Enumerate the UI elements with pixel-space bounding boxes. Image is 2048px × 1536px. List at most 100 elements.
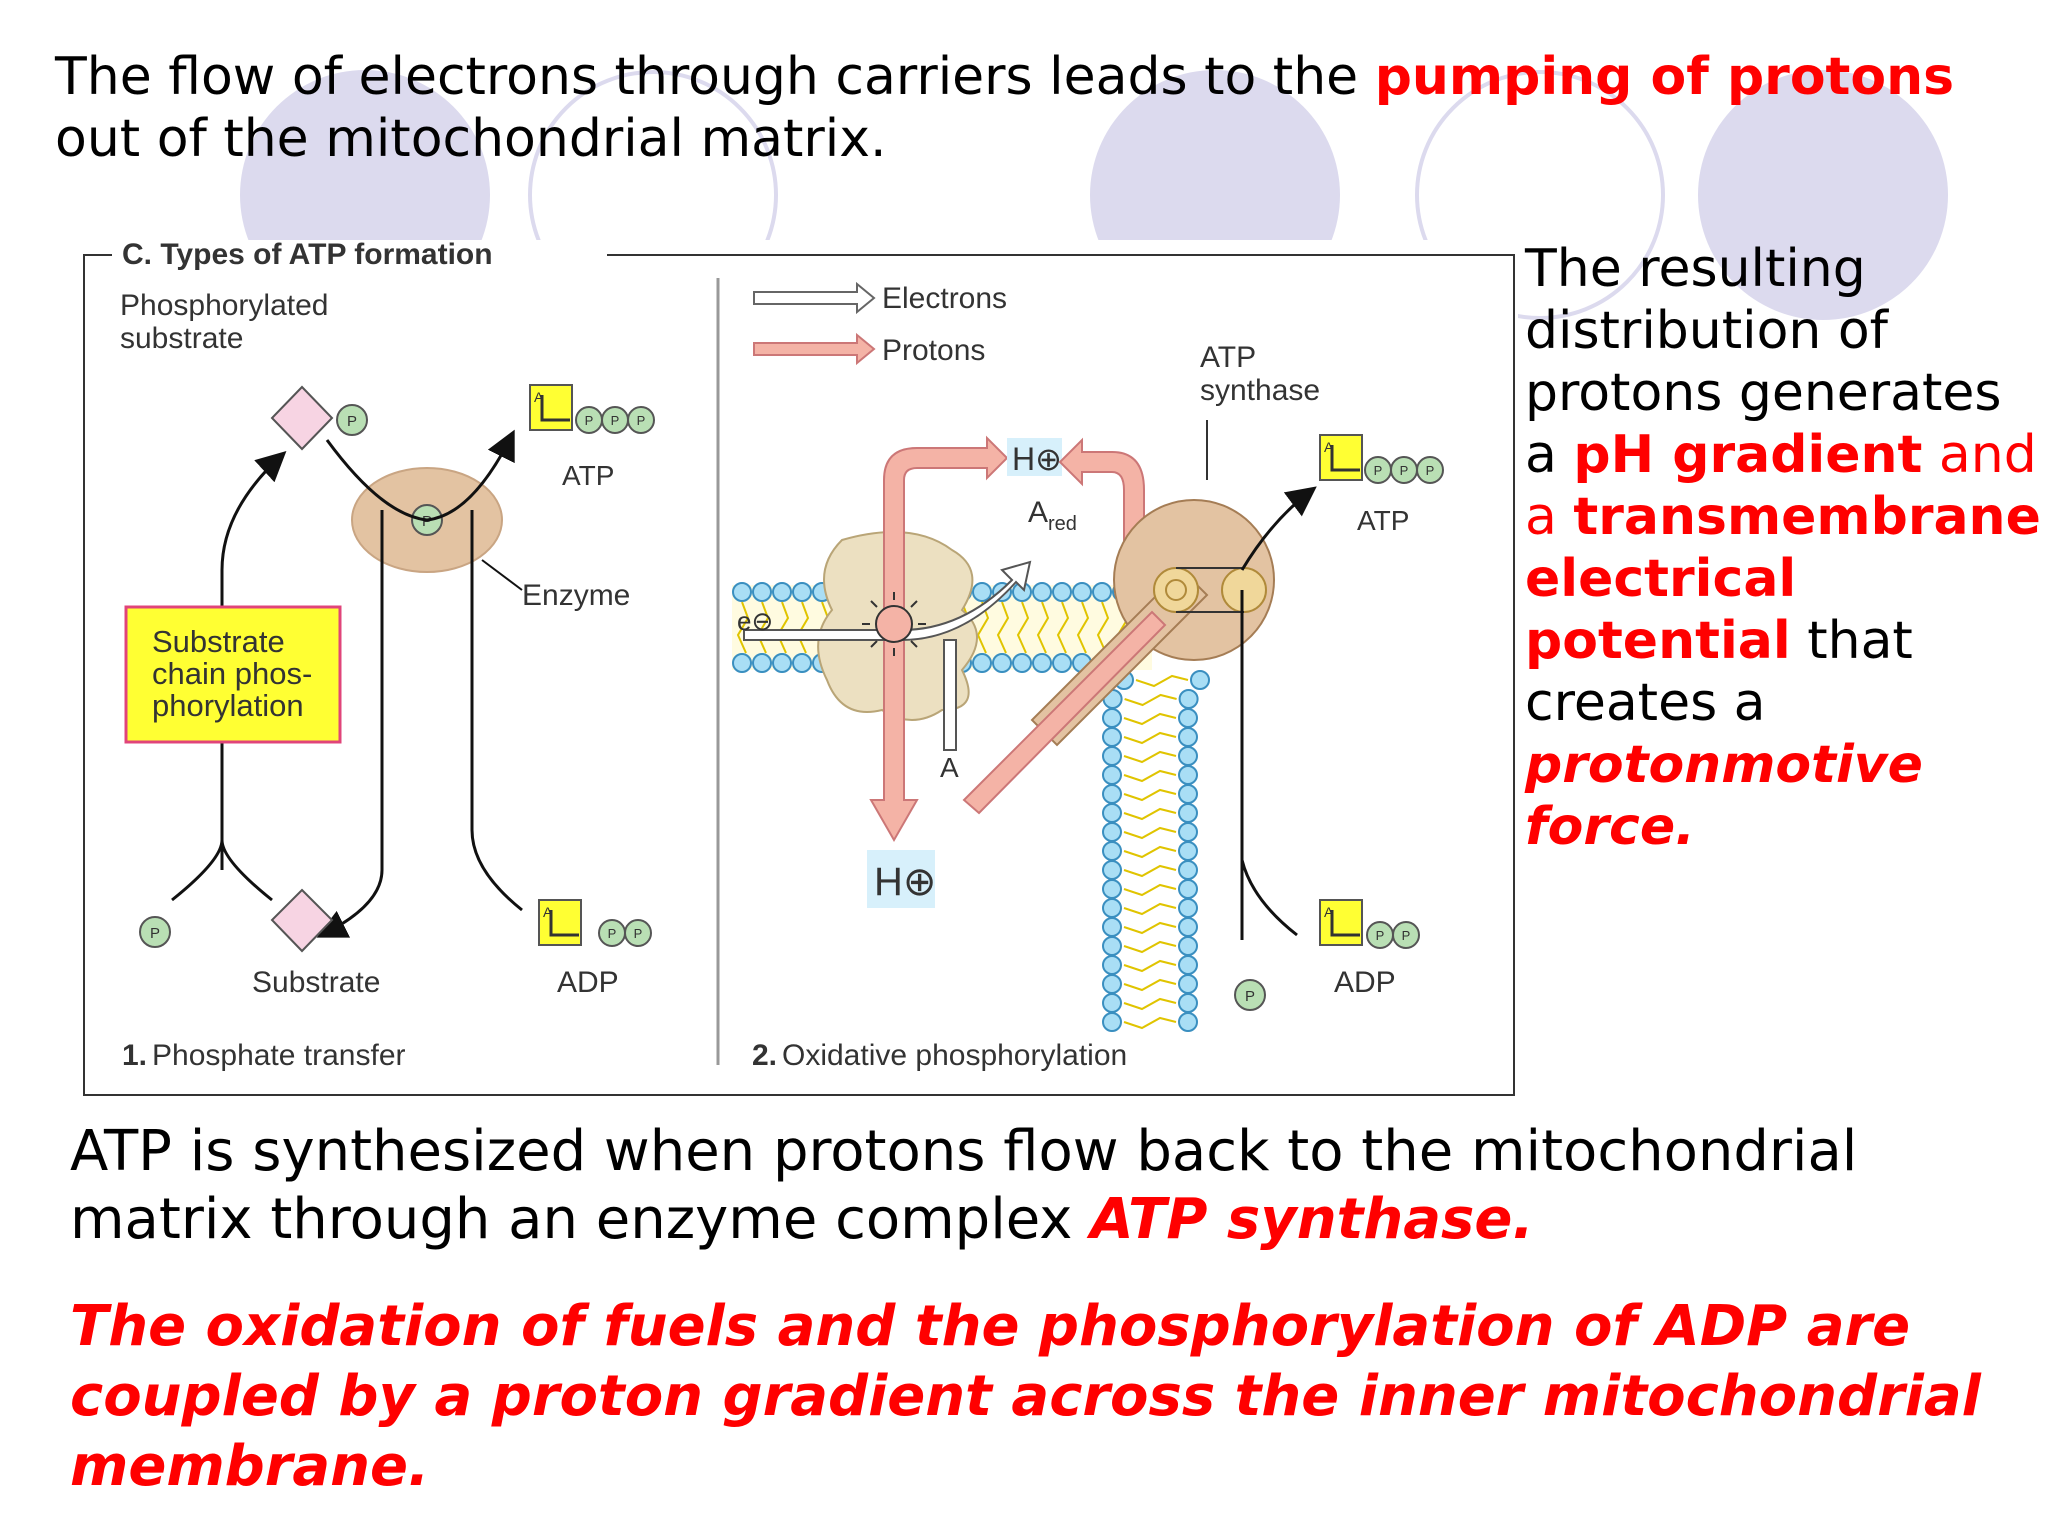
lipid-head — [1102, 784, 1122, 804]
lipid-head — [1012, 653, 1032, 673]
lipid-head — [1102, 955, 1122, 975]
panel1-caption: Phosphate transfer — [152, 1039, 406, 1072]
lipid-head — [1178, 898, 1198, 918]
redox-center-icon — [862, 592, 926, 656]
lipid-tail — [1123, 826, 1177, 840]
intro-part1: The flow of electrons through carriers l… — [55, 47, 1375, 107]
lipid-head — [1102, 822, 1122, 842]
electrons-legend-label: Electrons — [882, 282, 1007, 315]
lipid-head — [1102, 936, 1122, 956]
panel1-number: 1. — [122, 1039, 147, 1072]
coupling-statement: The oxidation of fuels and the phosphory… — [70, 1294, 1981, 1499]
atp-synthase-label-2: synthase — [1200, 374, 1320, 407]
svg-text:phorylation: phorylation — [152, 688, 304, 723]
svg-text:P: P — [1400, 463, 1409, 478]
lipid-tail — [1096, 601, 1110, 654]
lipid-head — [1178, 860, 1198, 880]
panel2-number: 2. — [752, 1039, 777, 1072]
side-text: The resulting distribution of protons ge… — [1525, 238, 2045, 858]
lipid-tail — [1123, 978, 1177, 992]
svg-text:P: P — [1402, 928, 1411, 943]
lipid-tail — [776, 601, 790, 654]
lipid-tail — [736, 601, 750, 654]
atp-label: ATP — [562, 460, 614, 491]
enzyme-label: Enzyme — [522, 579, 630, 612]
lipid-head — [1190, 670, 1210, 690]
lipid-head — [1178, 879, 1198, 899]
svg-text:A: A — [1324, 904, 1334, 920]
phosphate-icon — [139, 916, 171, 948]
atp-icon: A P P P — [1319, 434, 1444, 484]
svg-text:P: P — [150, 925, 160, 942]
lipid-tail — [1123, 959, 1177, 973]
lipid-head — [1178, 708, 1198, 728]
side-part2: that creates a — [1525, 611, 1913, 733]
lipid-head — [1102, 860, 1122, 880]
lipid-head — [1052, 582, 1072, 602]
adp-icon: A P P — [1319, 899, 1420, 949]
phosphorylated-substrate-label-2: substrate — [120, 322, 243, 355]
lipid-head — [1178, 784, 1198, 804]
decor-ring-2 — [1415, 70, 1665, 320]
lipid-head — [1102, 974, 1122, 994]
lipid-head — [1102, 993, 1122, 1013]
lipid-tail — [1123, 1016, 1177, 1030]
svg-text:H⊕: H⊕ — [1012, 441, 1062, 477]
intro-part2: out of the mitochondrial matrix. — [55, 109, 887, 169]
atp-icon: A P P P — [529, 384, 655, 434]
lipid-head — [1178, 822, 1198, 842]
electron-path-arrow — [743, 560, 1032, 641]
lipid-head — [1102, 727, 1122, 747]
lipid-head — [792, 653, 812, 673]
svg-text:A: A — [940, 752, 959, 783]
substrate-diamond — [270, 888, 334, 953]
lipid-tail — [1124, 693, 1177, 707]
panel2-caption: Oxidative phosphorylation — [782, 1039, 1127, 1072]
protons-legend-arrow — [753, 332, 876, 366]
lipid-head — [1032, 653, 1052, 673]
lipid-head — [752, 653, 772, 673]
lipid-tail — [1076, 601, 1090, 654]
lipid-tail — [1123, 883, 1177, 897]
lipid-tail — [1123, 712, 1177, 726]
atp-synthesis-text: ATP is synthesized when protons flow bac… — [70, 1118, 1990, 1254]
lipid-head — [1178, 841, 1198, 861]
svg-text:P: P — [611, 413, 620, 428]
lipid-head — [1178, 974, 1198, 994]
lipid-head — [1178, 917, 1198, 937]
lipid-head — [1102, 898, 1122, 918]
lipid-head — [732, 582, 752, 602]
lipid-head — [772, 582, 792, 602]
side-potential: transmembrane electrical potential — [1525, 487, 2041, 671]
lipid-head — [752, 582, 772, 602]
lipid-head — [972, 653, 992, 673]
lipid-head — [792, 582, 812, 602]
lipid-tail — [1056, 601, 1070, 654]
lipid-head — [1102, 917, 1122, 937]
lipid-tail — [1123, 788, 1177, 802]
lipid-head — [1178, 993, 1198, 1013]
lipid-head — [1178, 727, 1198, 747]
lipid-head — [1092, 582, 1112, 602]
lipid-tail — [1123, 940, 1177, 954]
lipid-head — [1102, 708, 1122, 728]
substrate-chain-box — [124, 605, 342, 744]
intro-highlight: pumping of protons — [1374, 47, 1955, 107]
adp-label-2: ADP — [1334, 966, 1396, 999]
phosphorylated-substrate-diamond — [270, 385, 334, 451]
atp-synthase-complex — [962, 499, 1275, 815]
svg-text:P: P — [1426, 463, 1435, 478]
lipid-tail — [1123, 921, 1177, 935]
lipid-head — [1102, 803, 1122, 823]
svg-text:red: red — [1048, 513, 1077, 535]
lipid-tail — [1123, 845, 1177, 859]
lipid-head — [1052, 653, 1072, 673]
side-ph-gradient: pH gradient — [1573, 425, 1923, 485]
lipid-head — [1102, 879, 1122, 899]
lipid-head — [1178, 689, 1199, 709]
phosphorylated-substrate-label-1: Phosphorylated — [120, 289, 328, 322]
intro-text: The flow of electrons through carriers l… — [55, 46, 1955, 170]
lipid-head — [1102, 746, 1122, 766]
side-part1: The resulting distribution of protons ge… — [1525, 239, 2002, 485]
lipid-tail — [1123, 807, 1177, 821]
